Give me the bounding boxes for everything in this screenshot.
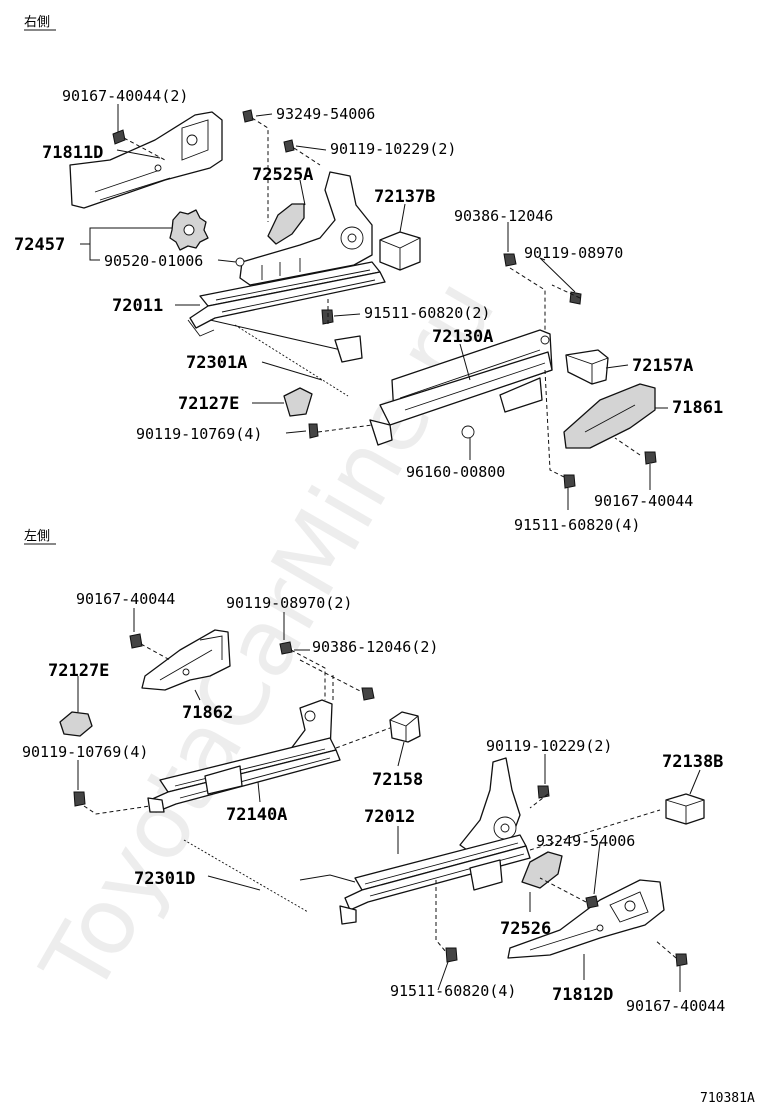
label-71811D: 71811D bbox=[42, 143, 103, 163]
part-72012-track bbox=[299, 757, 531, 925]
bolt-90167-40044-left-1 bbox=[129, 633, 143, 649]
label-72526: 72526 bbox=[500, 919, 551, 939]
bolts-left bbox=[73, 633, 688, 967]
label-90119-10229-2-left: 90119-10229(2) bbox=[486, 737, 612, 755]
label-90167-40044-right: 90167-40044 bbox=[594, 492, 693, 510]
washer-90520-01006 bbox=[235, 257, 245, 267]
part-72130A-track bbox=[369, 329, 553, 446]
label-72158: 72158 bbox=[372, 770, 423, 790]
label-72525A: 72525A bbox=[252, 165, 313, 185]
part-72457-knob bbox=[169, 209, 209, 251]
part-71861-cover bbox=[563, 383, 656, 449]
label-71812D: 71812D bbox=[552, 985, 613, 1005]
label-90119-10769-4-left: 90119-10769(4) bbox=[22, 743, 148, 761]
label-71862: 71862 bbox=[182, 703, 233, 723]
part-72137B bbox=[379, 231, 421, 271]
bolt-90119-10229-right bbox=[283, 139, 295, 153]
bolt-90119-10769-left bbox=[73, 791, 86, 807]
label-72137B: 72137B bbox=[374, 187, 435, 207]
part-72127E-left bbox=[59, 711, 93, 737]
part-72138B bbox=[665, 793, 705, 825]
leaders-right bbox=[80, 104, 668, 510]
label-72457: 72457 bbox=[14, 235, 65, 255]
part-72011-track bbox=[187, 171, 386, 337]
label-72130A: 72130A bbox=[432, 327, 493, 347]
label-90386-12046-right: 90386-12046 bbox=[454, 207, 553, 225]
part-71862-cover bbox=[141, 629, 231, 691]
label-91511-60820-4-left: 91511-60820(4) bbox=[390, 982, 516, 1000]
assembly-lines-right bbox=[123, 117, 641, 479]
label-72011: 72011 bbox=[112, 296, 163, 316]
label-90386-12046-2: 90386-12046(2) bbox=[312, 638, 438, 656]
part-72301D-cable bbox=[183, 839, 309, 913]
section-right-title: 右側 bbox=[24, 15, 50, 30]
bolt-90167-40044-2 bbox=[112, 129, 126, 145]
label-72140A: 72140A bbox=[226, 805, 287, 825]
diagram-code: 710381A bbox=[700, 1091, 755, 1106]
part-71812D-cover bbox=[507, 879, 665, 959]
bolt-90119-10229-left bbox=[537, 785, 550, 799]
label-72301D: 72301D bbox=[134, 869, 195, 889]
label-72157A: 72157A bbox=[632, 356, 693, 376]
part-72140A-track bbox=[147, 699, 341, 813]
right-side-assembly: 90167-40044(2) 93249-54006 90119-10229(2… bbox=[14, 87, 723, 534]
bolt-93249-54006-right bbox=[242, 109, 254, 123]
part-72301A-cable bbox=[209, 319, 363, 397]
label-93249-54006-left: 93249-54006 bbox=[536, 832, 635, 850]
label-90119-08970-right: 90119-08970 bbox=[524, 244, 623, 262]
bolt-91511-60820-4-left bbox=[445, 947, 458, 963]
part-72526-lever bbox=[521, 851, 563, 889]
bolt-90119-08970-left bbox=[279, 641, 293, 655]
bolts-right bbox=[112, 109, 657, 489]
label-96160-00800: 96160-00800 bbox=[406, 463, 505, 481]
assembly-lines-left bbox=[83, 643, 677, 959]
label-91511-60820-4-right: 91511-60820(4) bbox=[514, 516, 640, 534]
label-90119-10769-4-right: 90119-10769(4) bbox=[136, 425, 262, 443]
label-72012: 72012 bbox=[364, 807, 415, 827]
label-90119-10229-2-right: 90119-10229(2) bbox=[330, 140, 456, 158]
part-71811D-cover bbox=[69, 111, 223, 209]
label-72138B: 72138B bbox=[662, 752, 723, 772]
label-72301A: 72301A bbox=[186, 353, 247, 373]
label-71861: 71861 bbox=[672, 398, 723, 418]
left-side-assembly: 90167-40044 90119-08970(2) 72127E 90386-… bbox=[22, 590, 725, 1015]
part-72157A bbox=[565, 349, 609, 385]
part-72127E-right bbox=[283, 387, 313, 417]
label-90167-40044-2: 90167-40044(2) bbox=[62, 87, 188, 105]
bolt-90167-40044-left-2 bbox=[675, 953, 688, 967]
label-72127E-left: 72127E bbox=[48, 661, 109, 681]
leaders-left bbox=[77, 608, 701, 992]
label-90520-01006: 90520-01006 bbox=[104, 252, 203, 270]
label-91511-60820-2: 91511-60820(2) bbox=[364, 304, 490, 322]
label-90167-40044-left-1: 90167-40044 bbox=[76, 590, 175, 608]
label-90167-40044-left-2: 90167-40044 bbox=[626, 997, 725, 1015]
bolt-90386-12046-right bbox=[503, 253, 517, 267]
label-93249-54006-right: 93249-54006 bbox=[276, 105, 375, 123]
bolt-91511-60820-4-right bbox=[563, 474, 576, 489]
bolt-90119-10769-right bbox=[308, 423, 319, 439]
bolt-93249-54006-left bbox=[585, 895, 599, 909]
bolt-90386-12046-left bbox=[361, 687, 375, 701]
part-72158 bbox=[389, 711, 421, 743]
section-left-title: 左側 bbox=[24, 529, 50, 544]
bolt-90167-40044-right bbox=[644, 451, 657, 465]
label-72127E-right: 72127E bbox=[178, 394, 239, 414]
part-72525A-lever bbox=[267, 203, 305, 245]
clip-96160-00800 bbox=[461, 425, 475, 439]
label-90119-08970-2: 90119-08970(2) bbox=[226, 594, 352, 612]
